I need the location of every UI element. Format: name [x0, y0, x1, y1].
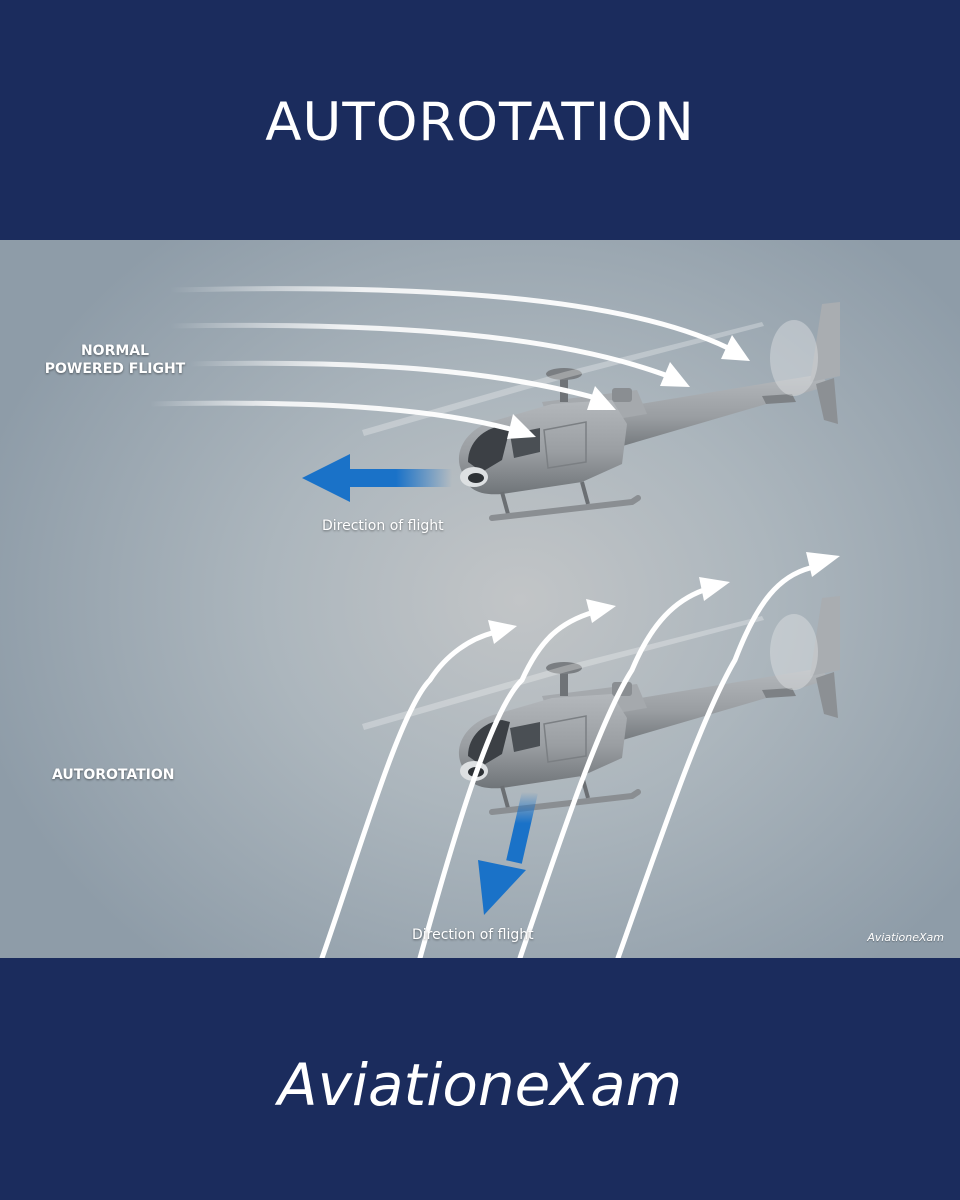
- normal-label-line2: POWERED FLIGHT: [44, 361, 186, 377]
- airflow-arrowheads-autorotation: [488, 552, 840, 644]
- airflow-arrowheads-normal: [507, 335, 750, 439]
- watermark-logo: AviationeXam: [867, 931, 944, 944]
- normal-powered-flight-label: NORMAL POWERED FLIGHT: [40, 342, 190, 378]
- diagram-graphics: [147, 286, 960, 958]
- direction-arrow-normal: [302, 454, 452, 502]
- autorotation-diagram: NORMAL POWERED FLIGHT AUTOROTATION Direc…: [0, 240, 960, 958]
- header-band: AUTOROTATION: [0, 0, 960, 240]
- helicopter-autorotation: [362, 596, 840, 812]
- airflow-arrows-normal: [147, 286, 731, 433]
- direction-of-flight-label-bottom: Direction of flight: [412, 927, 534, 943]
- autorotation-label: AUTOROTATION: [52, 767, 175, 783]
- page-title: AUTOROTATION: [265, 92, 695, 153]
- normal-label-line1: NORMAL: [80, 343, 150, 359]
- direction-of-flight-label-top: Direction of flight: [322, 518, 444, 534]
- direction-arrow-autorotation: [478, 790, 538, 915]
- airflow-arrows-autorotation: [319, 565, 813, 958]
- footer-band: AviationeXam: [0, 958, 960, 1200]
- brand-logo: AviationeXam: [277, 1051, 683, 1119]
